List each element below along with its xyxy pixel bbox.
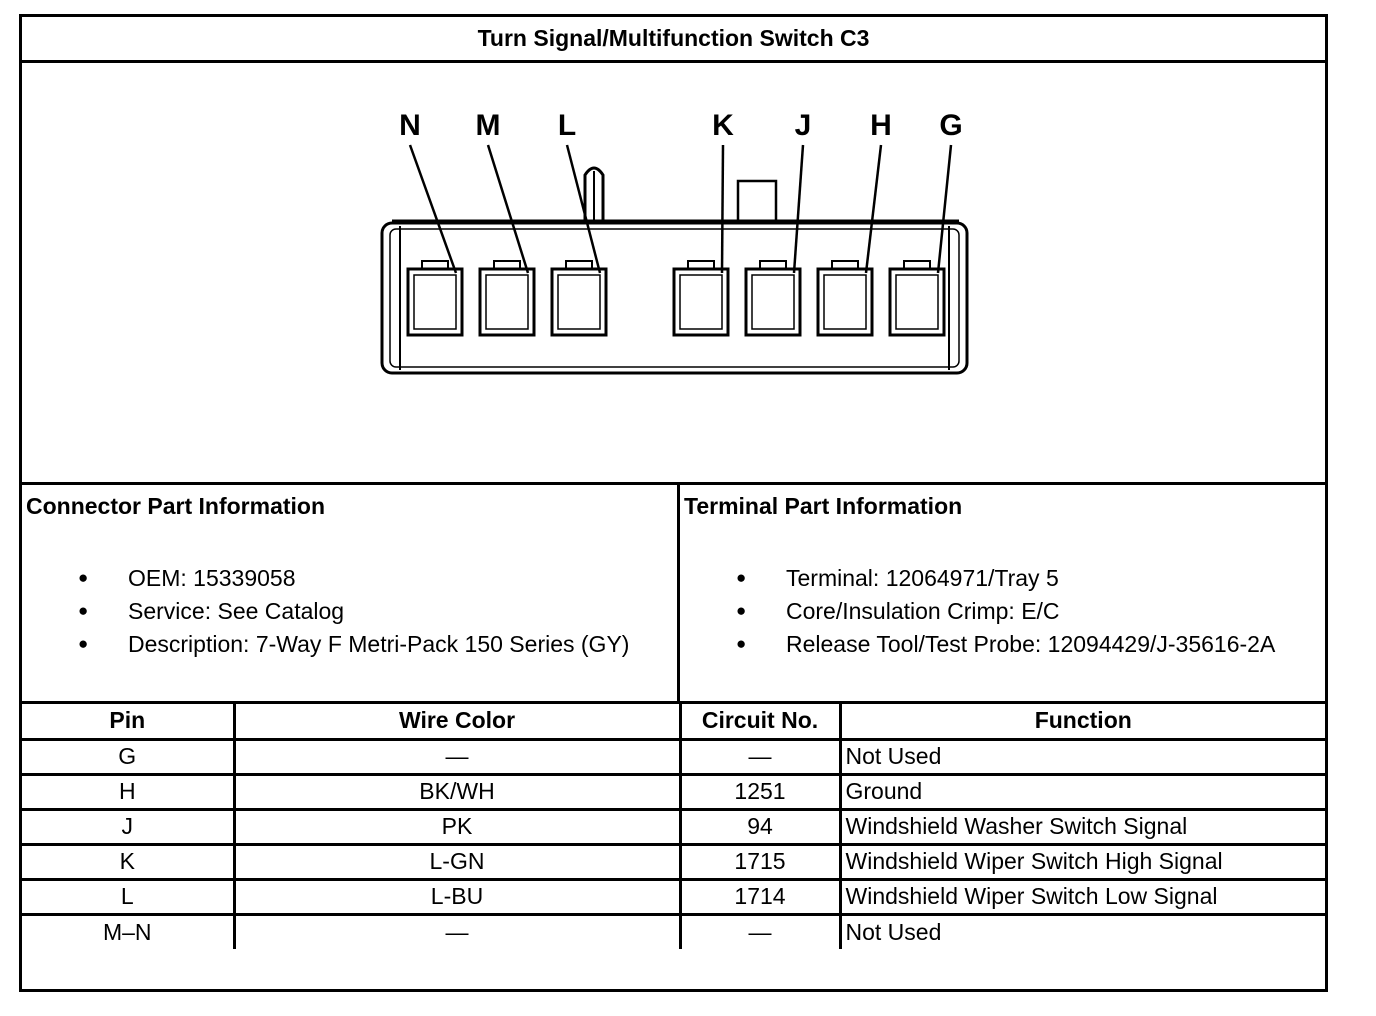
table-row: H BK/WH 1251 Ground — [22, 772, 1325, 811]
cell-wire-color: — — [232, 737, 682, 776]
connector-part-info: Connector Part Information OEM: 15339058… — [22, 485, 680, 704]
pin-cavity-k — [672, 260, 730, 337]
connector-info-list: OEM: 15339058 Service: See Catalog Descr… — [78, 564, 629, 663]
cell-wire-color: L-GN — [232, 842, 682, 881]
column-header-wire-color: Wire Color — [232, 704, 682, 741]
cell-circuit-no: — — [678, 737, 842, 776]
terminal-part-info: Terminal Part Information Terminal: 1206… — [680, 485, 1325, 704]
cell-circuit-no: 1714 — [678, 877, 842, 916]
pin-cavity-j — [744, 260, 802, 337]
column-header-circuit-no: Circuit No. — [678, 704, 842, 741]
leader-line-k — [720, 144, 725, 274]
connector-key — [736, 179, 778, 223]
cell-function: Windshield Washer Switch Signal — [838, 807, 1325, 846]
pin-cavity-m — [478, 260, 536, 337]
pin-cavity-h — [816, 260, 874, 337]
cell-function: Not Used — [838, 737, 1325, 776]
pin-label-m: M — [476, 109, 501, 142]
cell-pin: G — [22, 737, 236, 776]
pinout-table: Pin Wire Color Circuit No. Function G — … — [22, 704, 1325, 949]
cell-circuit-no: 1715 — [678, 842, 842, 881]
connector-info-heading: Connector Part Information — [26, 493, 326, 519]
connector-info-item: Description: 7-Way F Metri-Pack 150 Seri… — [78, 630, 629, 663]
pin-label-g: G — [939, 109, 962, 142]
leader-line-j — [792, 144, 805, 274]
cell-circuit-no: 1251 — [678, 772, 842, 811]
table-row: K L-GN 1715 Windshield Wiper Switch High… — [22, 842, 1325, 881]
pin-label-n: N — [399, 109, 421, 142]
cell-circuit-no: — — [678, 912, 842, 949]
cell-wire-color: BK/WH — [232, 772, 682, 811]
cell-function: Not Used — [838, 912, 1325, 949]
leader-line-n — [408, 144, 458, 274]
table-header-row: Pin Wire Color Circuit No. Function — [22, 704, 1325, 741]
pin-label-k: K — [712, 109, 734, 142]
pin-cavity-l — [550, 260, 608, 337]
terminal-info-item: Core/Insulation Crimp: E/C — [736, 597, 1275, 630]
column-header-pin: Pin — [22, 704, 236, 741]
table-row: J PK 94 Windshield Washer Switch Signal — [22, 807, 1325, 846]
cell-pin: J — [22, 807, 236, 846]
connector-info-item: OEM: 15339058 — [78, 564, 629, 597]
pin-label-j: J — [795, 109, 812, 142]
table-row: G — — Not Used — [22, 737, 1325, 776]
leader-line-g — [936, 144, 953, 274]
table-row: M–N — — Not Used — [22, 912, 1325, 949]
table-row: L L-BU 1714 Windshield Wiper Switch Low … — [22, 877, 1325, 916]
pin-leader-lines — [408, 144, 953, 274]
terminal-info-list: Terminal: 12064971/Tray 5 Core/Insulatio… — [736, 564, 1275, 663]
cell-pin: H — [22, 772, 236, 811]
cell-wire-color: PK — [232, 807, 682, 846]
cell-pin: M–N — [22, 912, 236, 949]
cell-pin: K — [22, 842, 236, 881]
terminal-info-item: Terminal: 12064971/Tray 5 — [736, 564, 1275, 597]
cell-wire-color: — — [232, 912, 682, 949]
leader-line-m — [486, 144, 530, 274]
pin-label-l: L — [558, 109, 576, 142]
terminal-info-heading: Terminal Part Information — [684, 493, 963, 519]
terminal-info-item: Release Tool/Test Probe: 12094429/J-3561… — [736, 630, 1275, 663]
cell-function: Ground — [838, 772, 1325, 811]
connector-info-item: Service: See Catalog — [78, 597, 629, 630]
cell-function: Windshield Wiper Switch High Signal — [838, 842, 1325, 881]
pin-cavity-n — [406, 260, 464, 337]
connector-body-inner — [389, 228, 960, 368]
leader-line-h — [864, 144, 883, 274]
pin-cavity-g — [888, 260, 946, 337]
column-header-function: Function — [838, 704, 1325, 741]
page-title: Turn Signal/Multifunction Switch C3 — [22, 17, 1325, 63]
connector-latch — [583, 166, 605, 223]
leader-line-l — [565, 144, 602, 274]
cell-pin: L — [22, 877, 236, 916]
cell-wire-color: L-BU — [232, 877, 682, 916]
pin-label-h: H — [870, 109, 892, 142]
cell-function: Windshield Wiper Switch Low Signal — [838, 877, 1325, 916]
pin-cavities — [406, 260, 946, 337]
cell-circuit-no: 94 — [678, 807, 842, 846]
